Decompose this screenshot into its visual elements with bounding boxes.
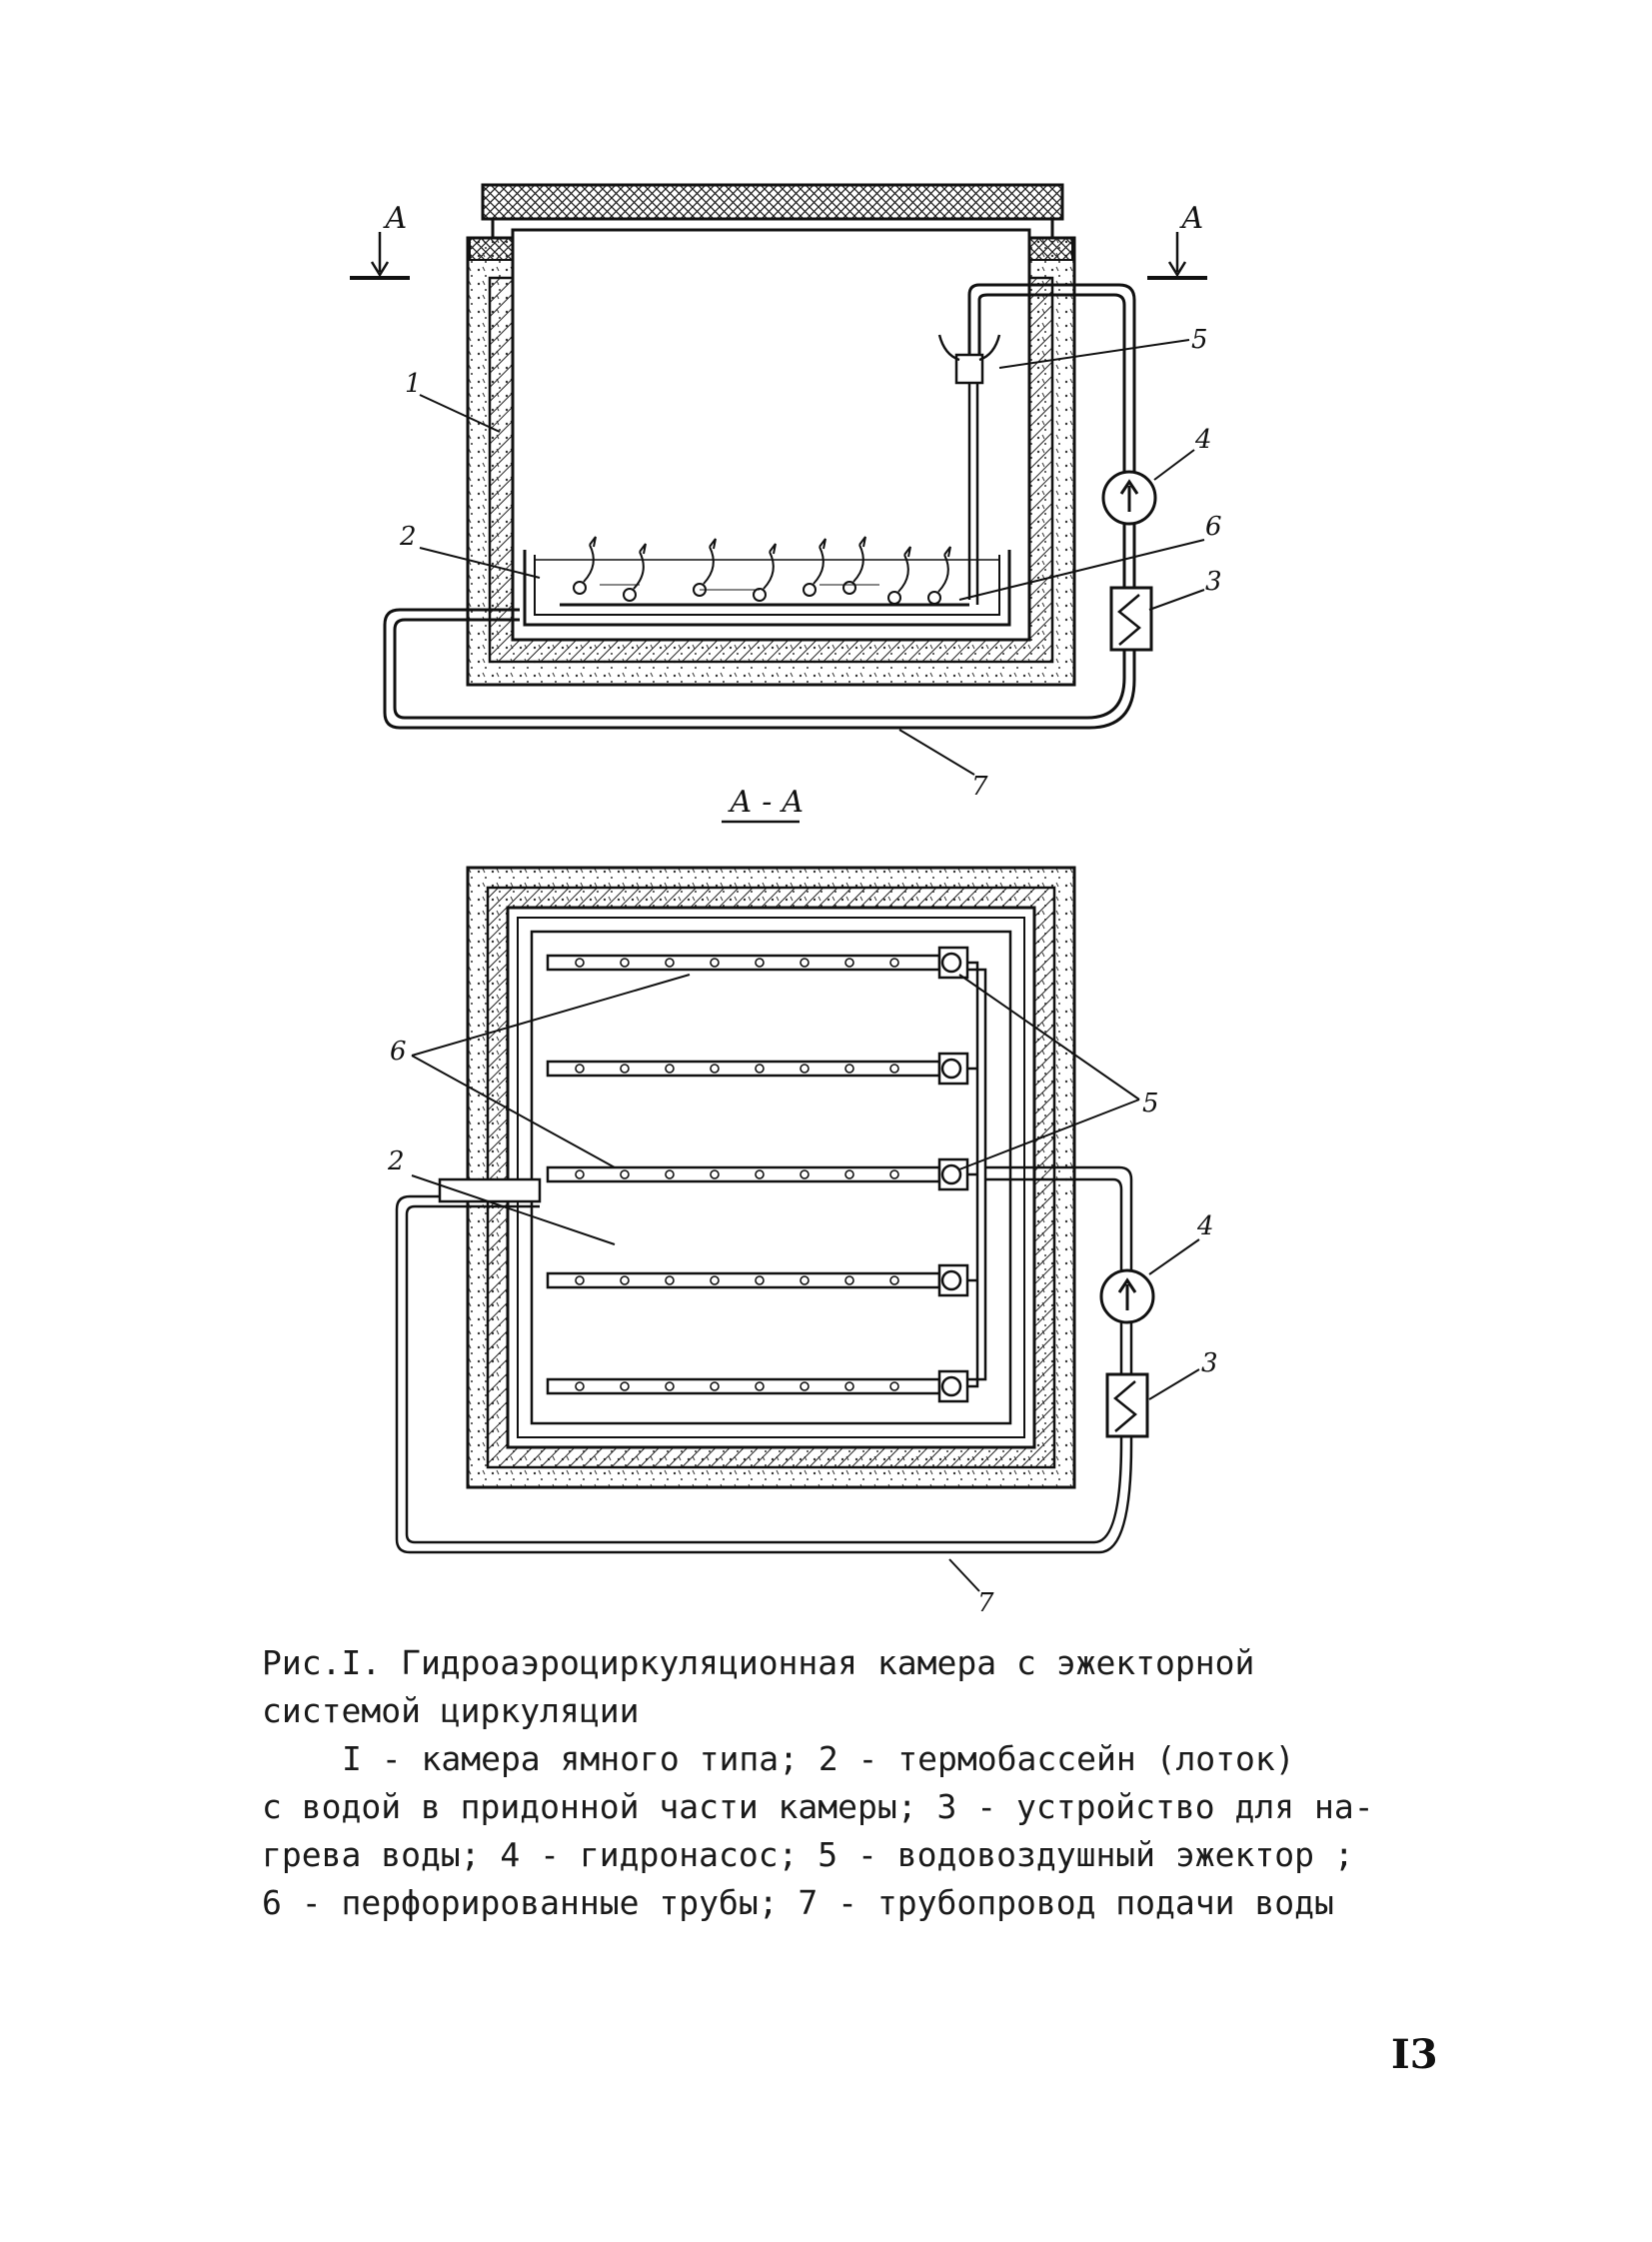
chamber-lid — [481, 183, 1064, 221]
callout-5: 5 — [1191, 325, 1208, 355]
section-marker-right: А — [1147, 201, 1207, 280]
section-title: А - А — [728, 785, 805, 820]
caption-legend-line: 6 - перфорированные трубы; 7 - трубопров… — [262, 1883, 1334, 1922]
callout-6: 6 — [1205, 512, 1222, 542]
water-pump-plan — [1099, 1268, 1155, 1324]
caption-legend-line: I - камера ямного типа; 2 - термобассейн… — [342, 1739, 1295, 1778]
callout-4: 4 — [1196, 1211, 1214, 1241]
vertical-section-view: А А 1 2 5 4 6 3 7 — [350, 183, 1222, 802]
callout-1: 1 — [405, 369, 422, 399]
water-heater — [1109, 586, 1153, 652]
callout-7: 7 — [977, 1588, 994, 1618]
plan-bath-outer — [517, 917, 1025, 1438]
figure-caption: Рис.I. Гидроаэроциркуляционная камера с … — [262, 1639, 1401, 1927]
callout-3: 3 — [1201, 1348, 1218, 1378]
callout-6: 6 — [390, 1037, 407, 1067]
caption-title-line: системой циркуляции — [262, 1691, 640, 1730]
section-marker-left: А — [350, 201, 410, 280]
callout-4: 4 — [1194, 425, 1212, 455]
callout-2: 2 — [387, 1146, 405, 1176]
caption-legend-line: грева воды; 4 - гидронасос; 5 - водовозд… — [262, 1835, 1354, 1874]
caption-title-line: Рис.I. Гидроаэроциркуляционная камера с … — [262, 1643, 1255, 1682]
caption-legend-line: с водой в придонной части камеры; 3 - ус… — [262, 1787, 1374, 1826]
section-mark-label: А — [383, 201, 408, 236]
page-number: I3 — [1391, 2031, 1438, 2078]
plan-section-view: 6 2 5 4 3 7 — [387, 866, 1218, 1618]
callout-3: 3 — [1205, 567, 1222, 597]
callout-7: 7 — [971, 772, 988, 802]
chamber-interior — [511, 228, 1031, 642]
air-bubbles — [573, 536, 951, 605]
callout-2: 2 — [399, 522, 417, 552]
callout-5: 5 — [1142, 1089, 1159, 1119]
plan-bath-inner — [530, 930, 1012, 1425]
water-heater-plan — [1105, 1372, 1149, 1438]
section-mark-label: А — [1179, 201, 1204, 236]
water-pump — [1101, 470, 1157, 526]
ejector — [937, 334, 1001, 605]
pipe-perforations — [575, 958, 899, 1391]
